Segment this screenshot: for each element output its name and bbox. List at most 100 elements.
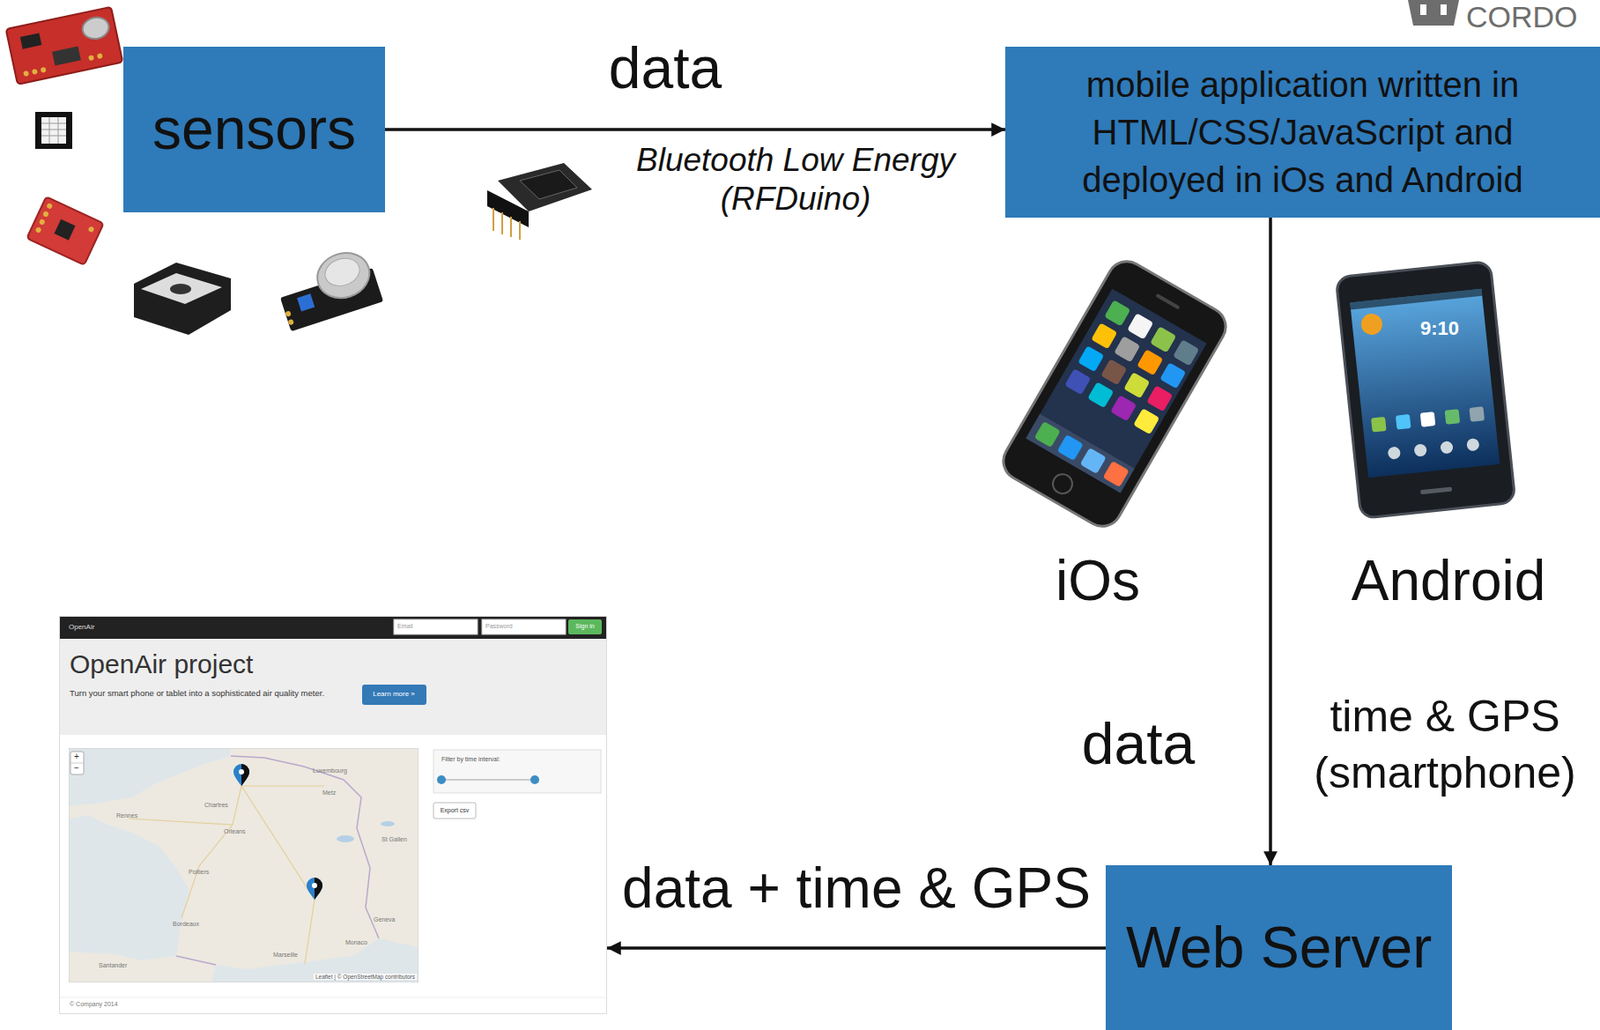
iphone-picture bbox=[1034, 421, 1061, 448]
sensor-chip-picture bbox=[41, 117, 67, 144]
iphone-picture bbox=[996, 254, 1233, 534]
box-label: Web Server bbox=[1125, 914, 1432, 982]
dust-sensor-picture bbox=[133, 262, 231, 335]
android-phone-picture bbox=[1420, 486, 1452, 495]
android-phone-picture bbox=[1370, 416, 1387, 433]
map-picture bbox=[311, 882, 318, 889]
iphone-picture bbox=[1025, 288, 1207, 494]
iphone-picture bbox=[1110, 394, 1137, 422]
sensor-board-picture bbox=[6, 7, 124, 85]
map-picture bbox=[181, 785, 242, 919]
android-phone-picture bbox=[1413, 443, 1427, 457]
android-phone-picture bbox=[1349, 288, 1482, 311]
sensor-board-picture bbox=[6, 7, 124, 85]
box-label: sensors bbox=[152, 96, 356, 163]
map-picture bbox=[176, 955, 216, 965]
button-text: Learn more » bbox=[372, 689, 415, 698]
iphone-picture bbox=[1090, 322, 1118, 349]
android-phone-picture bbox=[1466, 437, 1480, 452]
web-page-screenshot bbox=[362, 684, 427, 705]
city-name: Marseille bbox=[273, 951, 298, 959]
map-picture bbox=[241, 785, 325, 786]
android-phone-picture bbox=[1420, 411, 1437, 428]
rfduino-module-picture bbox=[501, 212, 504, 235]
dust-sensor-picture bbox=[170, 283, 192, 295]
web-page-screenshot bbox=[568, 619, 602, 635]
logo-icon bbox=[1420, 4, 1427, 15]
city-name: Metz bbox=[322, 789, 336, 797]
android-phone-picture bbox=[1468, 406, 1485, 423]
web-page-screenshot bbox=[59, 638, 608, 735]
iphone-picture bbox=[1172, 339, 1200, 366]
sensor-chip-picture bbox=[49, 117, 51, 144]
map-picture bbox=[336, 835, 355, 843]
logo-icon bbox=[1440, 4, 1447, 15]
dust-sensor-picture bbox=[133, 262, 231, 335]
sensor-board-picture bbox=[96, 52, 104, 60]
map-picture bbox=[70, 751, 84, 775]
map-picture bbox=[68, 814, 190, 961]
web-page-screenshot bbox=[481, 619, 566, 635]
map-picture bbox=[68, 748, 419, 983]
iphone-picture bbox=[1123, 371, 1150, 399]
iphone-picture bbox=[996, 254, 1233, 534]
dust-sensor-picture bbox=[140, 273, 223, 304]
iphone-picture bbox=[1100, 358, 1127, 386]
android-phone-picture bbox=[1387, 445, 1401, 460]
platform-label: Android bbox=[1351, 548, 1547, 615]
map-picture bbox=[68, 748, 231, 807]
android-phone-picture bbox=[1395, 414, 1412, 430]
web-page-screenshot bbox=[441, 778, 535, 781]
city-name: St Gallen bbox=[381, 836, 408, 844]
iphone-picture bbox=[1149, 325, 1177, 353]
clock-text: 9:10 bbox=[1420, 317, 1460, 340]
input-placeholder: Password bbox=[485, 622, 513, 630]
iphone-picture bbox=[1049, 470, 1076, 497]
page-heading: OpenAir project bbox=[69, 649, 253, 681]
brand-text: OpenAir bbox=[68, 622, 95, 631]
component-box: mobile application written in HTML/CSS/J… bbox=[1005, 46, 1600, 218]
component-box: sensors bbox=[123, 46, 386, 213]
sensor-breakout-picture bbox=[38, 218, 46, 226]
map-attribution: Leaflet | © OpenStreetMap contributors bbox=[313, 973, 417, 980]
web-page-screenshot bbox=[433, 802, 476, 819]
rfduino-module-picture bbox=[487, 162, 593, 240]
sensor-chip-picture bbox=[35, 111, 73, 149]
android-phone-picture bbox=[1360, 312, 1384, 336]
gas-sensor-picture bbox=[273, 244, 384, 332]
city-name: Chartres bbox=[204, 801, 229, 809]
map-picture bbox=[241, 785, 315, 964]
iphone-picture bbox=[1025, 414, 1134, 494]
web-page-screenshot bbox=[59, 997, 608, 999]
sensor-board-picture bbox=[20, 32, 42, 49]
sensor-breakout-picture bbox=[35, 226, 43, 234]
city-name: Orleans bbox=[223, 828, 246, 836]
gas-sensor-picture bbox=[287, 318, 295, 326]
city-name: Monaco bbox=[345, 939, 368, 947]
rfduino-module-picture bbox=[519, 170, 578, 200]
sensor-breakout-picture bbox=[26, 196, 104, 266]
rfduino-module-picture bbox=[492, 207, 495, 231]
sensor-breakout-picture bbox=[87, 225, 95, 233]
sensor-breakout-picture bbox=[42, 210, 50, 218]
iphone-picture bbox=[1136, 348, 1163, 376]
arrow-connector bbox=[385, 127, 1006, 132]
arrow-connector bbox=[1268, 217, 1273, 866]
iphone-picture bbox=[1087, 381, 1114, 408]
map-picture bbox=[380, 821, 395, 827]
edge-label: data + time & GPS bbox=[622, 856, 1091, 922]
logo-text: CORDO bbox=[1466, 1, 1578, 32]
iphone-picture bbox=[1057, 434, 1084, 461]
sensor-chip-picture bbox=[41, 135, 67, 137]
zoom-control: − bbox=[74, 762, 80, 774]
edge-label: data bbox=[1081, 711, 1195, 778]
city-name: Santander bbox=[98, 962, 127, 970]
sensor-breakout-picture bbox=[26, 196, 104, 266]
sensor-board-picture bbox=[51, 46, 82, 67]
android-phone-picture bbox=[1335, 261, 1516, 519]
edge-label: data bbox=[608, 35, 722, 103]
gas-sensor-picture bbox=[296, 293, 315, 312]
protocol-label: Bluetooth Low Energy (RFDuino) bbox=[619, 140, 972, 219]
rfduino-module-picture bbox=[518, 221, 521, 240]
note-label: time & GPS (smartphone) bbox=[1303, 688, 1586, 801]
